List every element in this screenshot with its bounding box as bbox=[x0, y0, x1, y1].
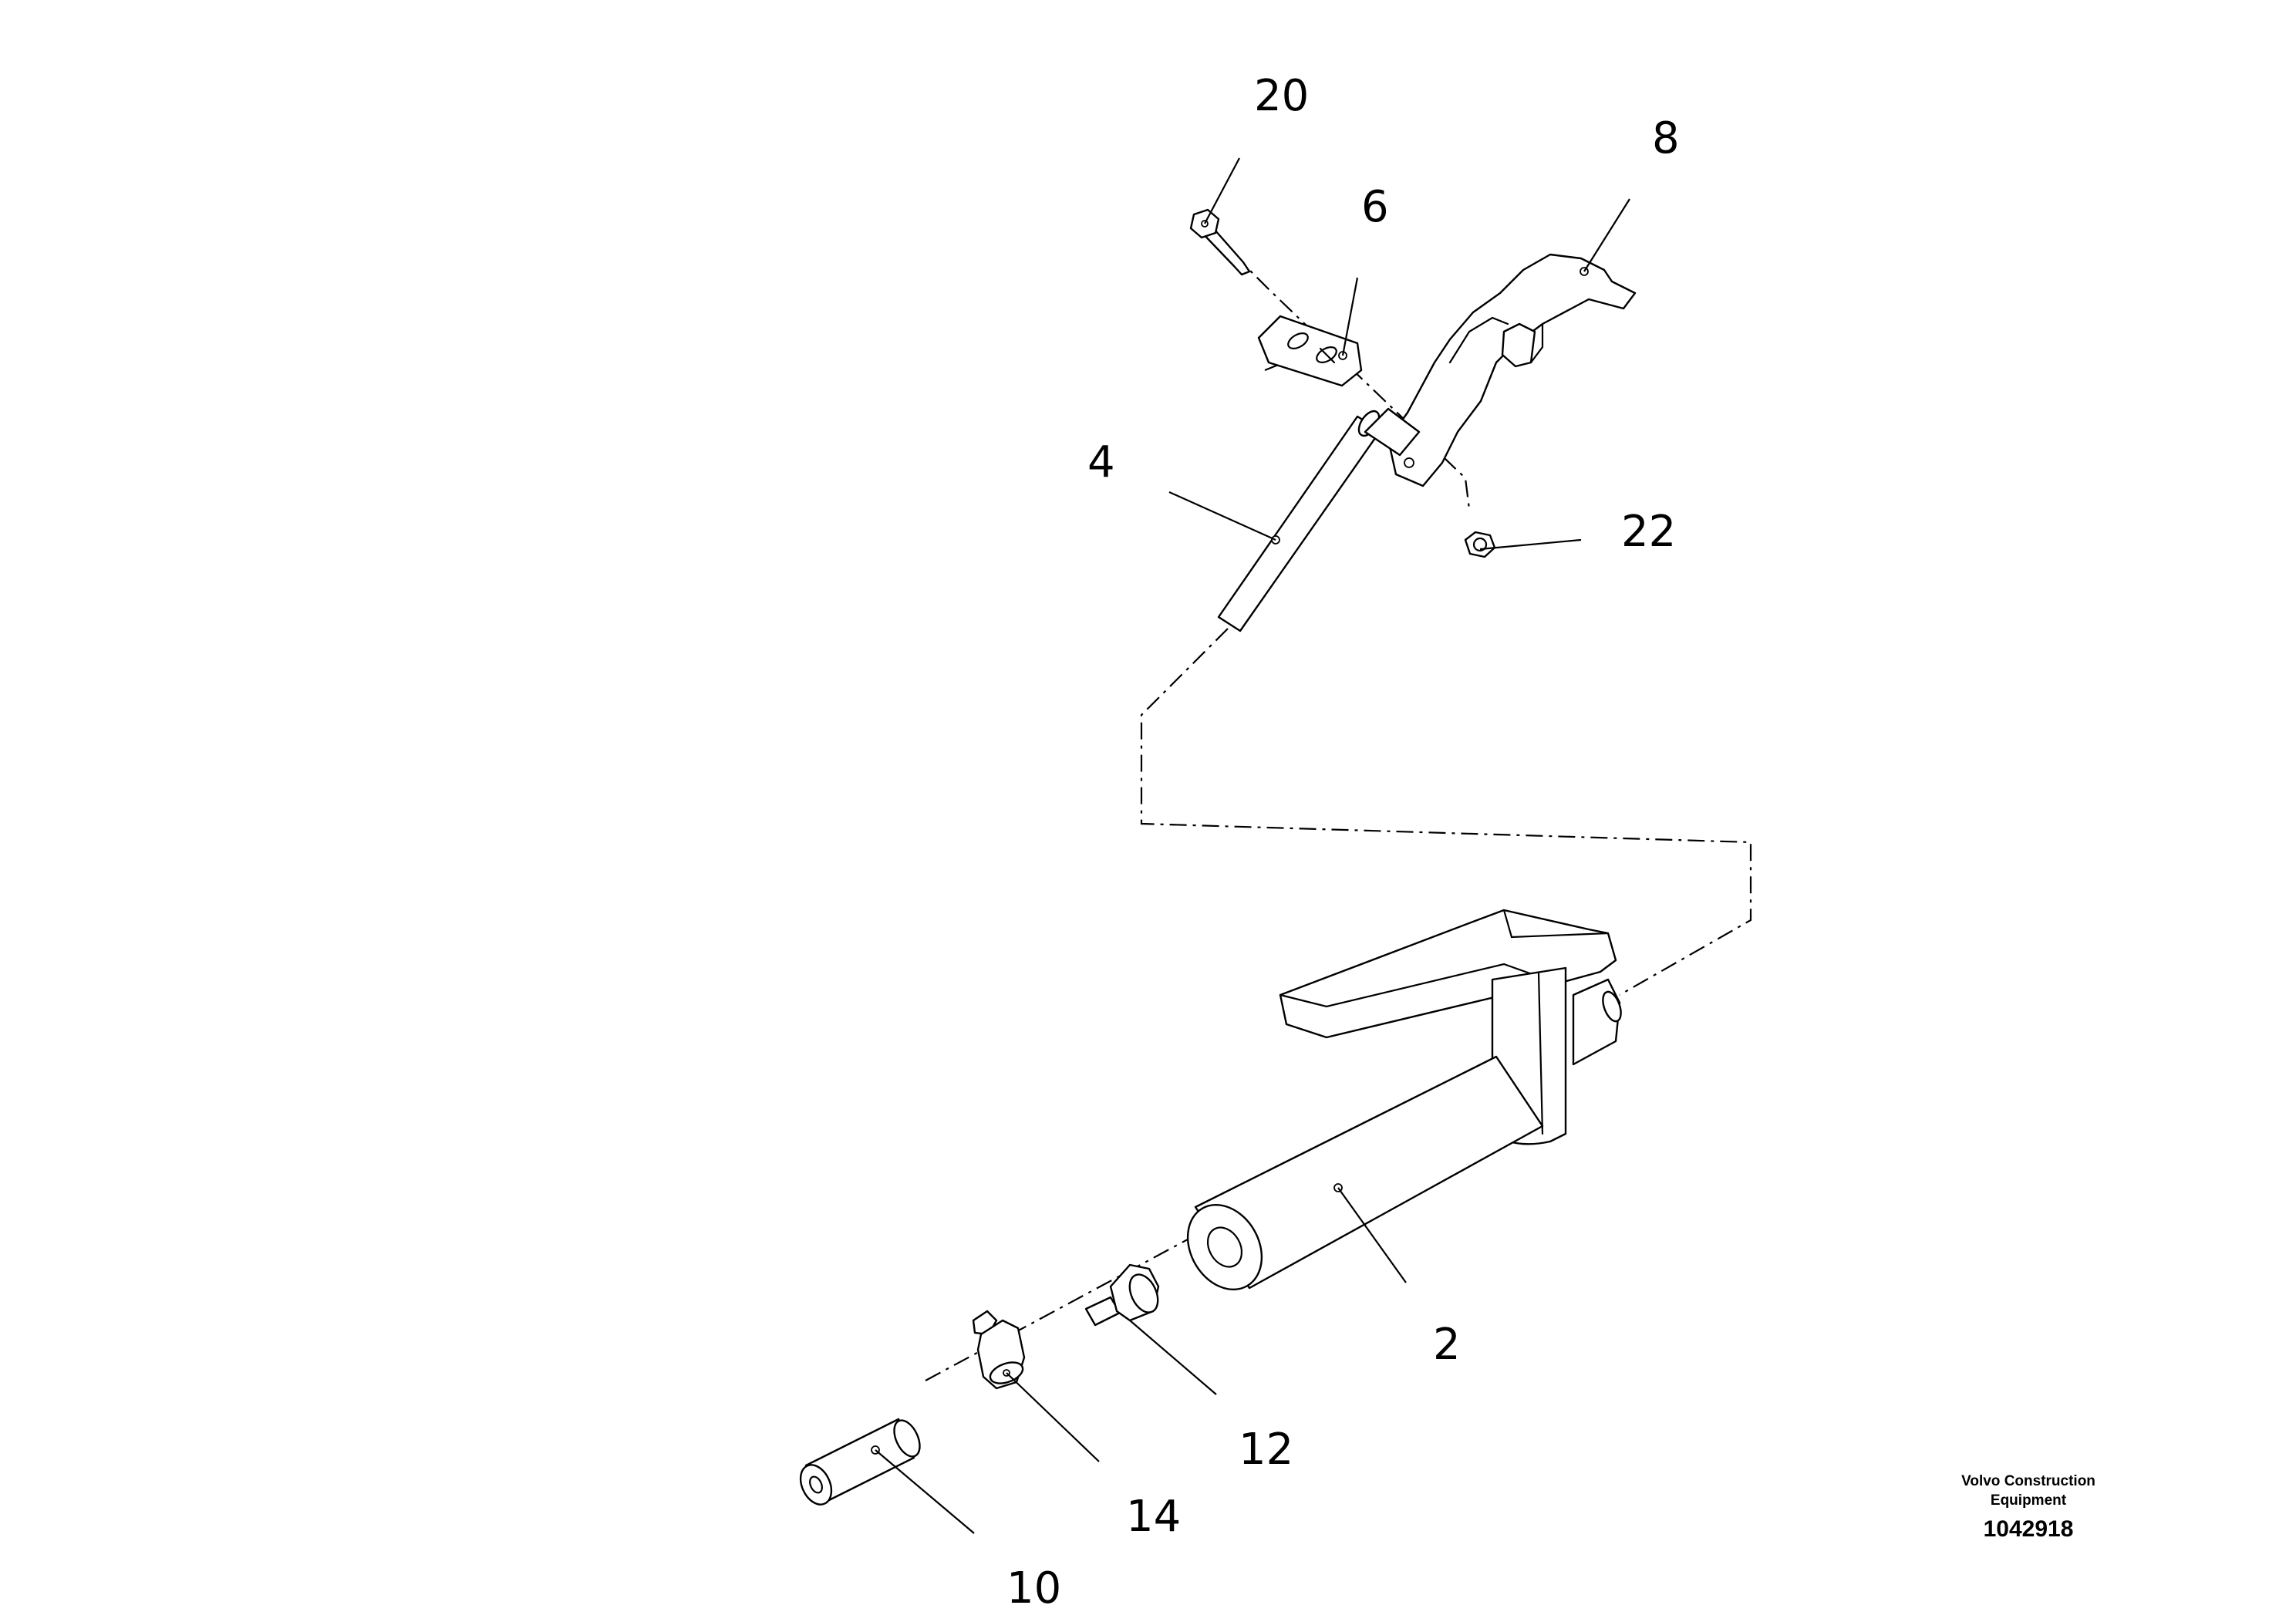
company-name-line-2: Equipment bbox=[1990, 1492, 2067, 1509]
part-2-pedal-shaft bbox=[1186, 909, 1622, 1291]
company-name-line-1: Volvo Construction bbox=[1961, 1473, 2095, 1489]
part-22-nut bbox=[1464, 531, 1496, 558]
part-6-plate bbox=[1257, 315, 1363, 387]
part-20-bolt bbox=[1189, 208, 1251, 276]
part-4-rod bbox=[1217, 407, 1421, 632]
callout-2: 2 bbox=[1433, 1320, 1461, 1370]
document-number: 1042918 bbox=[1983, 1516, 2074, 1542]
callout-14: 14 bbox=[1126, 1492, 1181, 1542]
callout-6: 6 bbox=[1361, 182, 1389, 232]
part-12-fitting bbox=[1084, 1263, 1160, 1327]
callout-4: 4 bbox=[1087, 437, 1115, 487]
part-14-elbow bbox=[972, 1310, 1026, 1390]
callout-12: 12 bbox=[1239, 1425, 1293, 1475]
assembly-centerlines bbox=[925, 254, 1752, 1381]
callout-10: 10 bbox=[1006, 1563, 1061, 1614]
callout-20: 20 bbox=[1254, 71, 1309, 121]
title-block: Volvo Construction Equipment 1042918 bbox=[1928, 1472, 2129, 1543]
part-10-sleeve bbox=[799, 1418, 921, 1506]
callout-labels: 20 6 8 4 22 2 12 14 10 bbox=[1006, 71, 1680, 1614]
leader-lines bbox=[875, 157, 1630, 1534]
callout-22: 22 bbox=[1621, 507, 1676, 557]
part-8-bracket bbox=[1387, 253, 1637, 487]
callout-8: 8 bbox=[1652, 113, 1680, 164]
